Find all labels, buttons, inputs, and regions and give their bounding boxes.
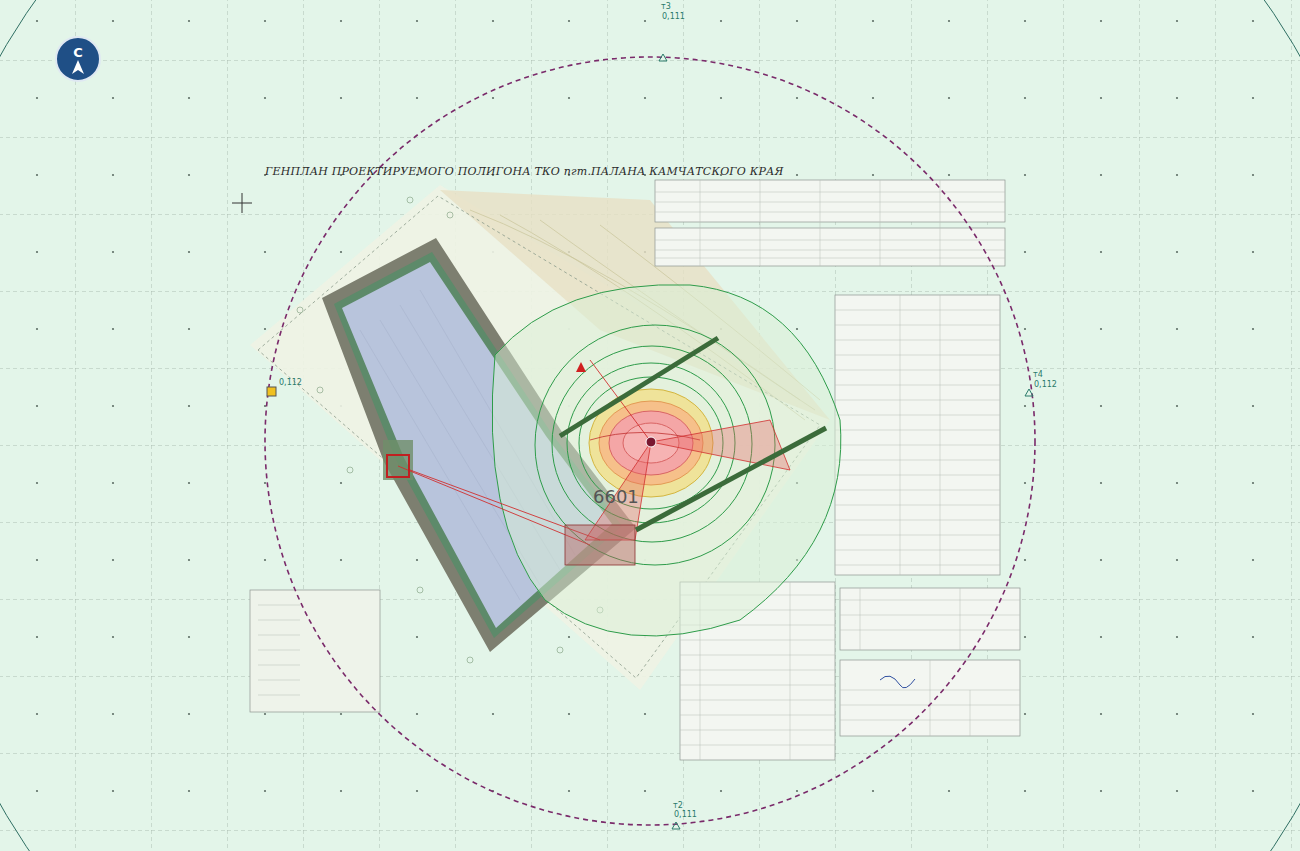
point-label: т4 — [1033, 371, 1043, 379]
point-value: 0,111 — [662, 13, 685, 21]
plan-title: ГЕНПЛАН ПРОЕКТИРУЕМОГО ПОЛИГОНА ТКО пгт.… — [265, 166, 784, 177]
point-value: 0,111 — [674, 811, 697, 819]
point-label: т3 — [661, 3, 671, 11]
north-label: С — [73, 46, 83, 59]
point-label: т2 — [673, 802, 683, 810]
point-value: 0,112 — [279, 379, 302, 387]
point-value: 0,112 — [1034, 381, 1057, 389]
source-number: 6601 — [593, 488, 639, 506]
